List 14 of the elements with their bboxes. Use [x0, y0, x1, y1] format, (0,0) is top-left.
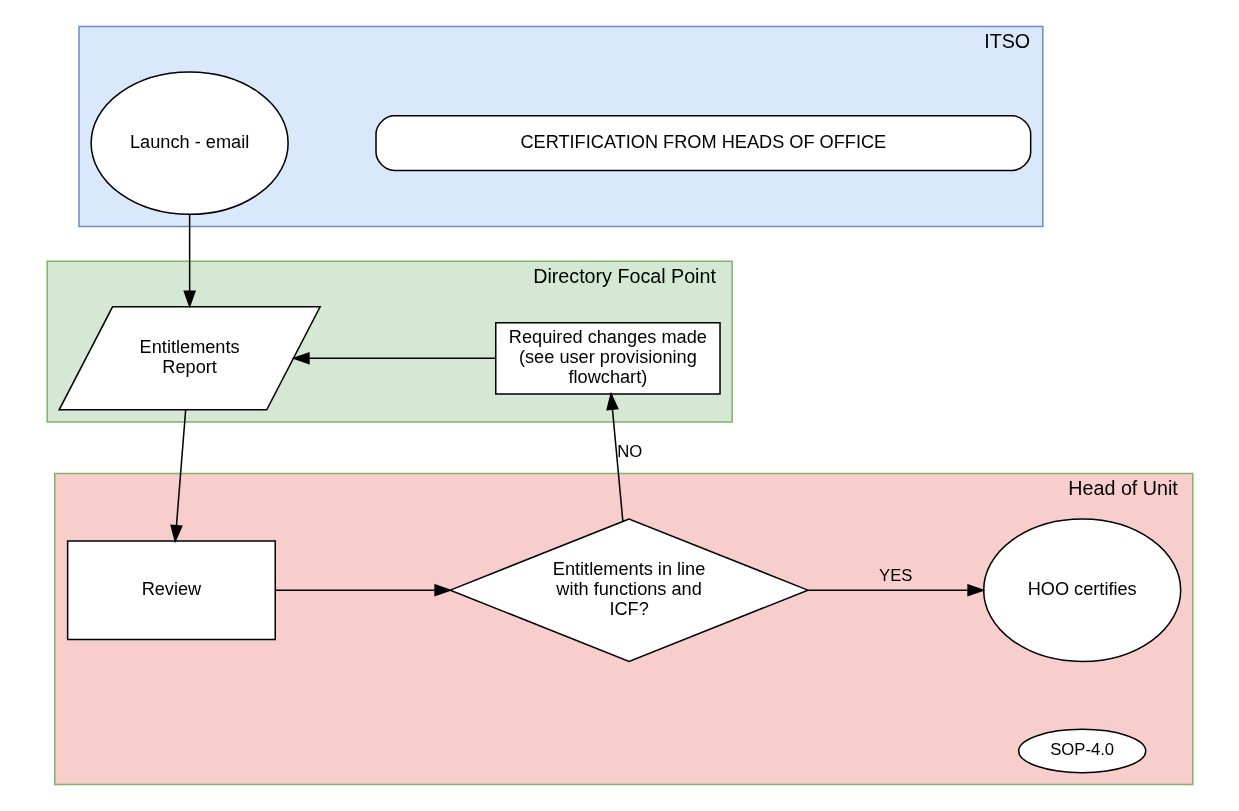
node-ellipse: Launch - email: [89, 71, 289, 216]
arrow: [274, 583, 453, 597]
node-box: Required changes made (see user provisioning flowchart): [494, 321, 721, 395]
arrow: [806, 583, 986, 597]
node-box: Review: [66, 540, 276, 641]
node-box: CERTIFICATION FROM HEADS OF OFFICE: [374, 115, 1031, 172]
node-ellipse: SOP-4.0: [1017, 728, 1146, 774]
arrow: [290, 351, 496, 365]
edge-label: NO: [616, 441, 642, 461]
arrow: [169, 409, 186, 544]
arrow: [182, 213, 196, 309]
edge-label: YES: [878, 565, 912, 585]
arrow: [605, 391, 624, 522]
node-ellipse: HOO certifies: [982, 518, 1181, 663]
